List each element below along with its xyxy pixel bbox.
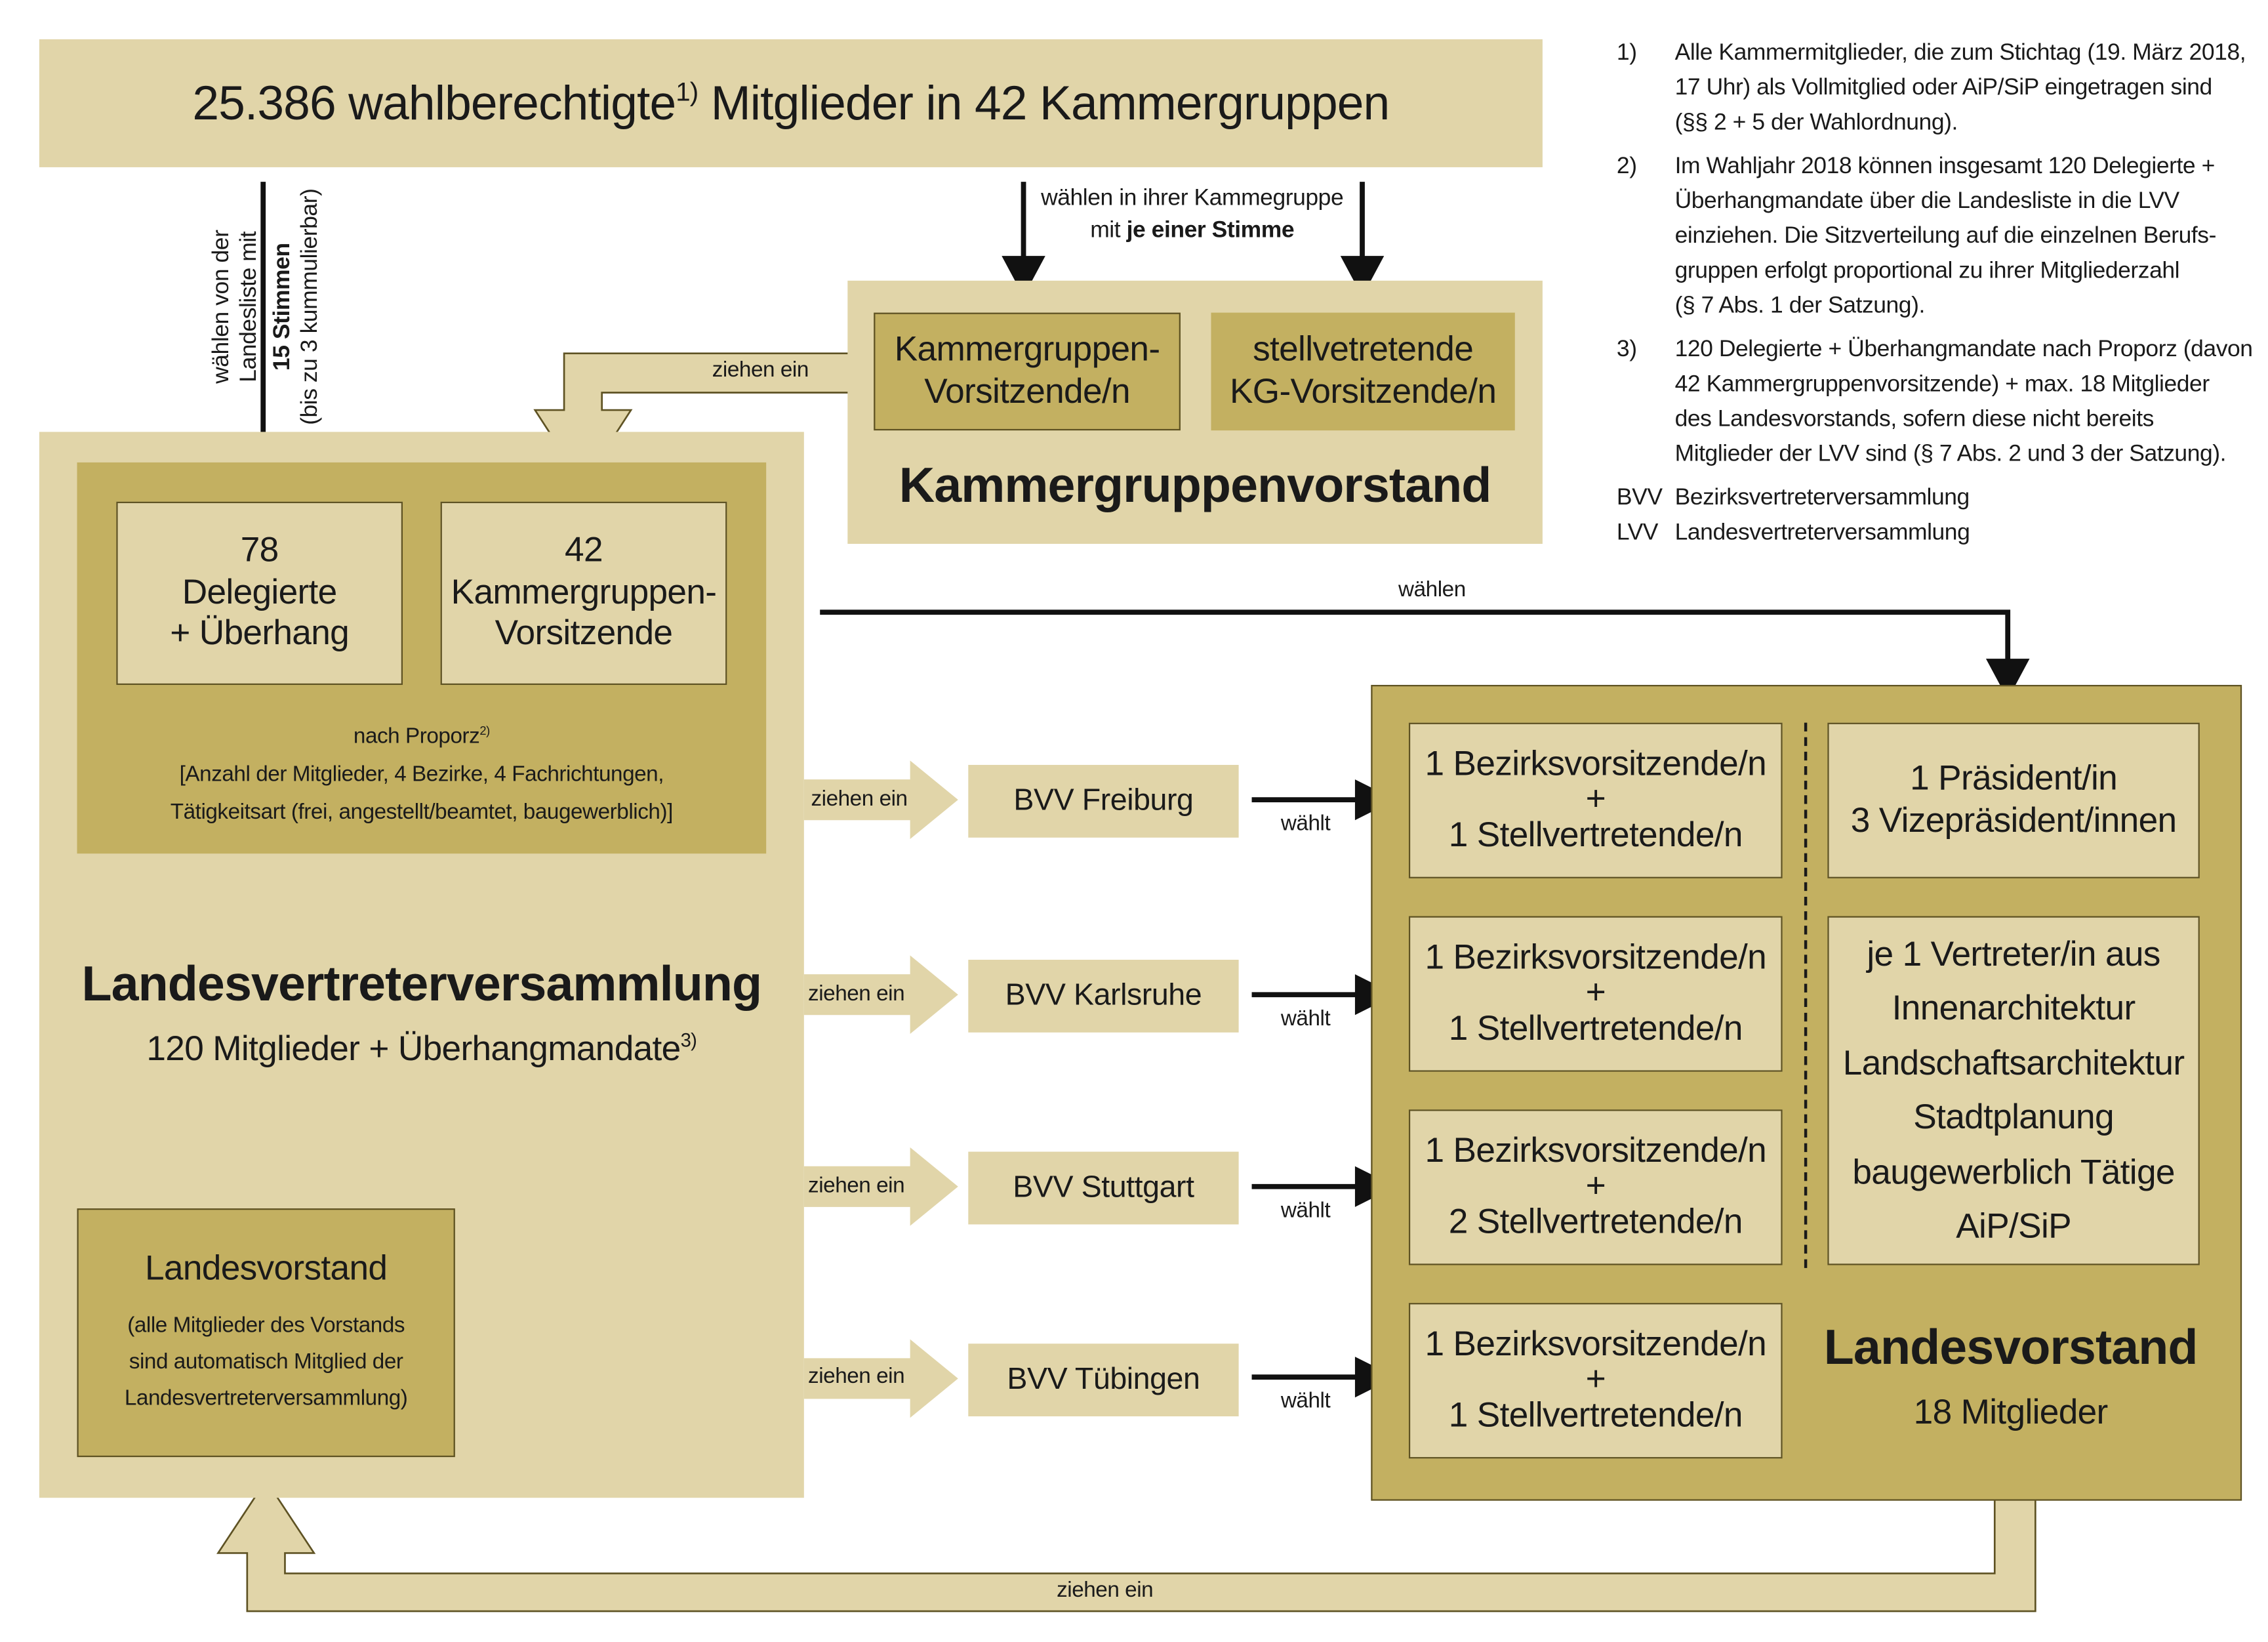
return-arrow-landesvorstand-to-lvv xyxy=(216,1479,2036,1612)
arrow-kg-vote-left-head xyxy=(1002,256,1045,297)
arrow-lvv-bvv-karlsruhe xyxy=(803,955,958,1035)
lvv-subtitle: 120 Mitglieder + Überhangmandate3) xyxy=(146,1029,697,1069)
arrow-lvv-waehlen xyxy=(820,609,2011,662)
edge-label-ziehen-ein-stuttgart: ziehen ein xyxy=(808,1173,905,1199)
bvv-karlsruhe-box: BVV Karlsruhe xyxy=(968,960,1239,1033)
abbr-bvv: BVV xyxy=(1616,485,1663,511)
lvv-landesvorstand-box: Landesvorstand (alle Mitglieder des Vors… xyxy=(77,1208,455,1458)
edge-label-ziehen-ein-tuebingen: ziehen ein xyxy=(808,1364,905,1389)
bvv-tuebingen-box: BVV Tübingen xyxy=(968,1344,1239,1417)
kg-chair-box: Kammergruppen- Vorsitzende/n xyxy=(874,312,1181,431)
fachrichtung-reps-box: je 1 Vertreter/in aus Innenarchitektur L… xyxy=(1827,916,2200,1265)
edge-label-ziehen-ein-karlsruhe: ziehen ein xyxy=(808,981,905,1006)
note-2-text: Im Wahljahr 2018 können insgesamt 120 De… xyxy=(1674,154,2217,319)
eligible-members-text: 25.386 wahlberechtigte1) Mitglieder in 4… xyxy=(192,75,1390,130)
arrow-lvv-bvv-stuttgart xyxy=(803,1147,958,1226)
note-2-num: 2) xyxy=(1616,154,1637,179)
bezirk-stuttgart-box: 1 Bezirksvorsitzende/n + 2 Stellvertrete… xyxy=(1408,1109,1783,1265)
edge-label-waehlt-stuttgart: wählt xyxy=(1280,1198,1331,1223)
praesidium-box: 1 Präsident/in 3 Vizepräsident/innen xyxy=(1827,722,2200,878)
note-1-text: Alle Kammermitglieder, die zum Stichtag … xyxy=(1674,41,2246,136)
landesvorstand-title: Landesvorstand xyxy=(1823,1320,2198,1376)
kg-deputy-box: stellvetretende KG-Vorsitzende/n xyxy=(1211,312,1515,431)
edge-label-ziehen-ein-return: ziehen ein xyxy=(1057,1578,1154,1603)
edge-label-ziehen-ein-freiburg: ziehen ein xyxy=(811,787,908,811)
kg-chairs-box: 42 Kammergruppen- Vorsitzende xyxy=(440,501,727,686)
edge-label-waehlt-karlsruhe: wählt xyxy=(1280,1006,1331,1031)
proporz-text: nach Proporz2) [Anzahl der Mitglieder, 4… xyxy=(170,724,674,825)
bezirk-freiburg-box: 1 Bezirksvorsitzende/n + 1 Stellvertrete… xyxy=(1408,722,1783,878)
edge-label-waehlen: wählen xyxy=(1398,577,1466,602)
arrow-lvv-waehlen-head xyxy=(1985,659,2030,700)
abbr-lvv: LVV xyxy=(1616,520,1659,546)
note-1-num: 1) xyxy=(1616,41,1637,66)
kammergruppe-vote-label: wählen in ihrer Kammegruppe mit je einer… xyxy=(1041,186,1344,243)
bvv-freiburg-box: BVV Freiburg xyxy=(968,764,1239,838)
delegates-box: 78 Delegierte + Überhang xyxy=(116,501,403,686)
landesvorstand-subtitle: 18 Mitglieder xyxy=(1913,1393,2109,1433)
abbr-bvv-text: Bezirksvertreterversammlung xyxy=(1674,485,1970,511)
edge-label-waehlt-freiburg: wählt xyxy=(1280,811,1331,836)
lvv-title: Landesvertreterversammlung xyxy=(81,956,762,1012)
edge-label-waehlt-tuebingen: wählt xyxy=(1280,1388,1331,1414)
bvv-stuttgart-box: BVV Stuttgart xyxy=(968,1151,1239,1225)
arrow-lvv-bvv-freiburg xyxy=(803,760,958,840)
edge-label-kg-ziehen-ein: ziehen ein xyxy=(712,358,809,382)
eligible-members-box: 25.386 wahlberechtigte1) Mitglieder in 4… xyxy=(39,39,1543,167)
kammergruppenvorstand-title: Kammergruppenvorstand xyxy=(899,458,1492,514)
arrow-kg-vote-right-head xyxy=(1340,256,1385,297)
arrow-lvv-bvv-tuebingen xyxy=(803,1339,958,1418)
note-3-num: 3) xyxy=(1616,337,1637,362)
bezirk-karlsruhe-box: 1 Bezirksvorsitzende/n + 1 Stellvertrete… xyxy=(1408,916,1783,1072)
abbr-lvv-text: Landesvertreterversammlung xyxy=(1674,520,1970,546)
note-3-text: 120 Delegierte + Überhangmandate nach Pr… xyxy=(1674,337,2253,467)
landesvorstand-divider xyxy=(1804,722,1808,1268)
bezirk-tuebingen-box: 1 Bezirksvorsitzende/n + 1 Stellvertrete… xyxy=(1408,1303,1783,1459)
